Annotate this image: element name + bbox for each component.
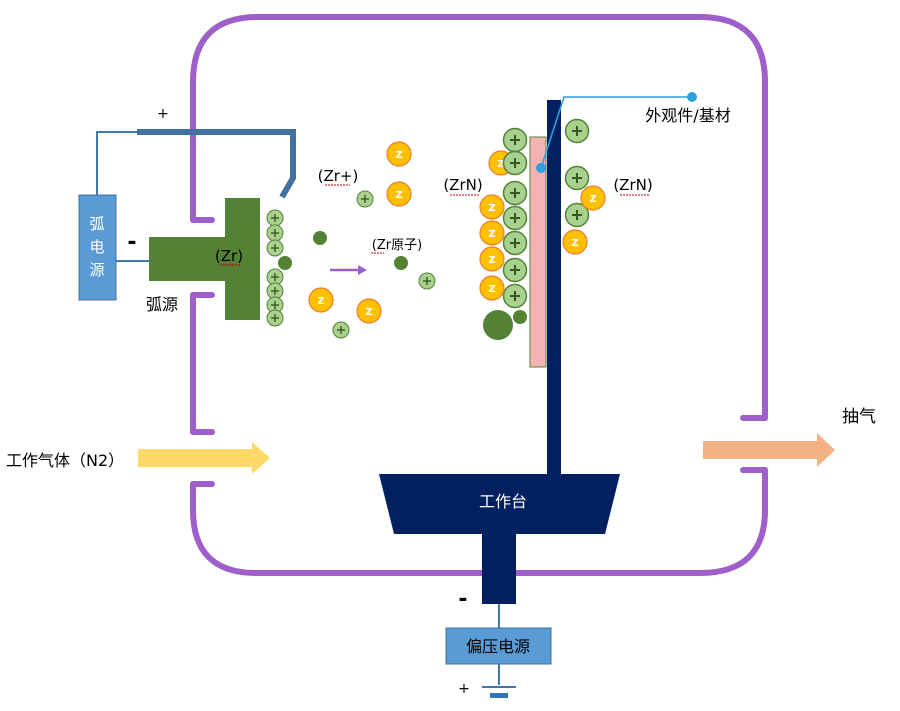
bias-minus-sign: - bbox=[458, 587, 467, 612]
exhaust-arrow bbox=[703, 433, 835, 467]
zr-atom-label: (Zr原子) bbox=[372, 238, 422, 253]
arc-wiring bbox=[96, 131, 149, 262]
bias-power-box bbox=[445, 627, 552, 665]
bias-plus-sign: + bbox=[458, 681, 470, 697]
n-ball bbox=[386, 181, 412, 207]
exhaust-label: 抽气 bbox=[842, 407, 876, 427]
zr-ion bbox=[332, 321, 350, 339]
arc-power-box bbox=[78, 194, 117, 301]
holder-post bbox=[547, 100, 561, 475]
zr-atom bbox=[394, 256, 408, 270]
zrn-right-stack bbox=[562, 118, 606, 255]
n-ball bbox=[386, 141, 412, 167]
zr-atom bbox=[313, 231, 327, 245]
arc-plus-electrode bbox=[137, 129, 296, 199]
substrate-part bbox=[529, 136, 547, 368]
arc-minus-sign: - bbox=[127, 230, 136, 255]
arc-power-label-3: 源 bbox=[89, 261, 104, 279]
worktable-stem bbox=[482, 534, 516, 604]
gas-in-label: 工作气体（N2） bbox=[6, 451, 124, 470]
target-label: (Zr) bbox=[215, 247, 243, 265]
zrn-right-label: (ZrN) bbox=[613, 176, 652, 194]
zrn-left-stack bbox=[479, 127, 528, 309]
zr-target bbox=[149, 198, 260, 320]
arc-plus-sign: + bbox=[157, 106, 169, 122]
zr-ion-label: (Zr+) bbox=[318, 167, 359, 185]
worktable-label: 工作台 bbox=[479, 492, 527, 511]
bias-power-label: 偏压电源 bbox=[466, 637, 530, 656]
arc-source-label: 弧源 bbox=[146, 295, 178, 314]
arc-power-label-2: 电 bbox=[89, 238, 104, 256]
substrate-pointer bbox=[536, 92, 697, 173]
gas-in-arrow bbox=[138, 442, 270, 474]
zr-atom-large bbox=[483, 310, 513, 340]
worktable bbox=[379, 474, 620, 534]
zr-ion bbox=[418, 272, 436, 290]
zr-ion bbox=[356, 190, 374, 208]
arc-power-label-1: 弧 bbox=[89, 215, 104, 233]
n-ball bbox=[308, 287, 334, 313]
substrate-label: 外观件/基材 bbox=[645, 106, 730, 125]
vacuum-chamber bbox=[190, 14, 768, 576]
zr-atom bbox=[513, 310, 527, 324]
flow-arrow bbox=[330, 265, 367, 275]
zrn-left-label: (ZrN) bbox=[443, 176, 482, 194]
ground-line-short bbox=[490, 693, 508, 698]
zr-atom bbox=[278, 256, 292, 270]
n-ball bbox=[356, 298, 382, 324]
